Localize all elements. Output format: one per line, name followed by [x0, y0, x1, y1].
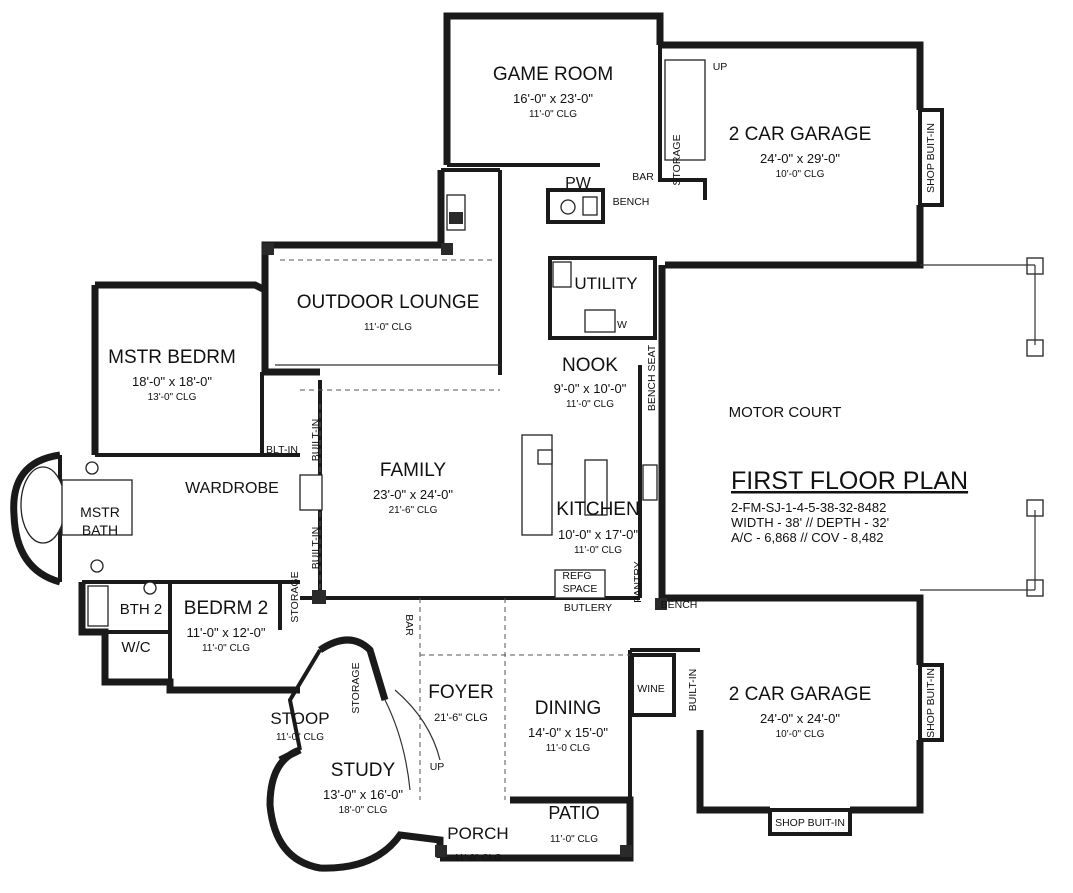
- bench-pw-label: BENCH: [613, 196, 650, 208]
- plan-title-block: FIRST FLOOR PLAN 2-FM-SJ-1-4-5-38-32-848…: [731, 467, 968, 545]
- mstr-bath-line1: MSTR: [80, 504, 120, 520]
- stoop-name: STOOP: [270, 709, 329, 728]
- bathtub-icon: [87, 585, 109, 627]
- washer-label: W: [617, 319, 627, 331]
- refg-label-1: REFG: [562, 570, 591, 582]
- mstr-bedrm-size: 18'-0" x 18'-0": [132, 374, 212, 389]
- game-room-name: GAME ROOM: [493, 64, 613, 85]
- kitchen-size: 10'-0" x 17'-0": [558, 527, 638, 542]
- bar-top-label: BAR: [632, 171, 654, 183]
- garage-bottom-name: 2 CAR GARAGE: [729, 684, 872, 705]
- utility-name: UTILITY: [574, 274, 637, 293]
- porch-clg: 11'-0" CLG: [454, 853, 502, 864]
- stairs-icon: [664, 59, 706, 161]
- plan-info-area: A/C - 6,868 // COV - 8,482: [731, 530, 883, 545]
- room-labels: GAME ROOM 16'-0" x 23'-0" 11'-0" CLG 2 C…: [80, 61, 937, 864]
- game-room-size: 16'-0" x 23'-0": [513, 91, 593, 106]
- nook-name: NOOK: [562, 355, 618, 376]
- game-room-clg: 11'-0" CLG: [529, 109, 577, 120]
- blt-in-label: BLT-IN: [266, 444, 298, 456]
- shop-built-in-top-label: SHOP BUIT-IN: [925, 123, 937, 193]
- walls: [10, 12, 944, 872]
- sink-icon: [537, 449, 553, 465]
- stoop-clg: 11'-0" CLG: [276, 732, 324, 743]
- garage-top-name: 2 CAR GARAGE: [729, 124, 872, 145]
- butlery-label: BUTLERY: [564, 602, 612, 614]
- pw-name: PW: [565, 175, 592, 192]
- wc-name: W/C: [121, 639, 150, 656]
- study-name: STUDY: [331, 760, 396, 781]
- built-in-family-bottom-label: BUILT-IN: [310, 527, 322, 569]
- built-in-family-top-label: BUILT-IN: [310, 419, 322, 461]
- bedrm2-size: 11'-0" x 12'-0": [187, 625, 266, 640]
- family-name: FAMILY: [380, 460, 446, 481]
- kitchen-name: KITCHEN: [556, 499, 639, 520]
- plan-info-code: 2-FM-SJ-1-4-5-38-32-8482: [731, 500, 886, 515]
- outdoor-lounge-clg: 11'-0" CLG: [364, 322, 412, 333]
- dining-size: 14'-0" x 15'-0": [528, 725, 608, 740]
- toilet-icon: [560, 199, 576, 215]
- storage-garage-label: STORAGE: [671, 134, 683, 185]
- bench-garage-label: BENCH: [661, 599, 698, 611]
- shop-built-in-right-label: SHOP BUIT-IN: [925, 668, 937, 738]
- foyer-name: FOYER: [428, 682, 493, 703]
- fixtures: [20, 59, 706, 627]
- fireplace-icon: [299, 474, 323, 511]
- storage-foyer-label: STORAGE: [350, 662, 362, 713]
- nook-size: 9'-0" x 10'-0": [554, 381, 627, 396]
- study-clg: 18'-0" CLG: [339, 805, 388, 816]
- shop-built-in-bottom-label: SHOP BUIT-IN: [775, 817, 845, 829]
- nook-clg: 11'-0" CLG: [566, 399, 614, 410]
- storage-bedrm-label: STORAGE: [289, 571, 301, 622]
- mstr-bedrm-name: MSTR BEDRM: [108, 347, 236, 368]
- garage-bottom-clg: 10'-0" CLG: [776, 729, 825, 740]
- dining-clg: 11'-0 CLG: [546, 743, 591, 754]
- bathtub-icon: [20, 466, 66, 544]
- wardrobe-name: WARDROBE: [185, 480, 279, 497]
- garage-top-clg: 10'-0" CLG: [776, 169, 825, 180]
- stove-icon: [642, 464, 658, 501]
- family-size: 23'-0" x 24'-0": [373, 487, 453, 502]
- bedrm2-clg: 11'-0" CLG: [202, 643, 250, 654]
- built-in-dining-label: BUILT-IN: [687, 669, 699, 711]
- sink-icon: [552, 261, 572, 288]
- bedrm2-name: BEDRM 2: [184, 598, 268, 619]
- dryer-icon: [584, 309, 616, 333]
- mstr-bath-line2: BATH: [82, 522, 118, 538]
- garage-top-size: 24'-0" x 29'-0": [760, 151, 840, 166]
- outdoor-lounge-name: OUTDOOR LOUNGE: [297, 292, 480, 313]
- patio-clg: 11'-0" CLG: [550, 834, 598, 845]
- up-label-stairs: UP: [430, 761, 445, 773]
- family-clg: 21'-6" CLG: [389, 505, 438, 516]
- porch-name: PORCH: [447, 824, 508, 843]
- kitchen-clg: 11'-0" CLG: [574, 545, 622, 556]
- wine-label: WINE: [637, 683, 664, 695]
- bth2-name: BTH 2: [120, 601, 163, 618]
- refrigerator-icon: [554, 569, 606, 599]
- pantry-label: PANTRY: [632, 561, 644, 603]
- plan-title: FIRST FLOOR PLAN: [731, 467, 968, 495]
- patio-name: PATIO: [548, 803, 599, 823]
- sink-icon: [582, 196, 598, 216]
- mstr-bedrm-clg: 13'-0" CLG: [148, 392, 197, 403]
- foyer-clg: 21'-6" CLG: [434, 712, 488, 724]
- up-label-top: UP: [713, 61, 728, 73]
- sink-icon: [143, 581, 157, 595]
- refg-label-2: SPACE: [563, 583, 598, 595]
- sink-icon: [85, 461, 99, 475]
- sink-icon: [90, 559, 104, 573]
- garage-bottom-size: 24'-0" x 24'-0": [760, 711, 840, 726]
- bench-seat-label: BENCH SEAT: [646, 344, 658, 411]
- study-size: 13'-0" x 16'-0": [323, 787, 403, 802]
- plan-info-dimensions: WIDTH - 38' // DEPTH - 32': [731, 515, 889, 530]
- dining-name: DINING: [535, 698, 602, 719]
- motor-court-label: MOTOR COURT: [729, 404, 842, 421]
- bar-foyer-label: BAR: [403, 614, 415, 636]
